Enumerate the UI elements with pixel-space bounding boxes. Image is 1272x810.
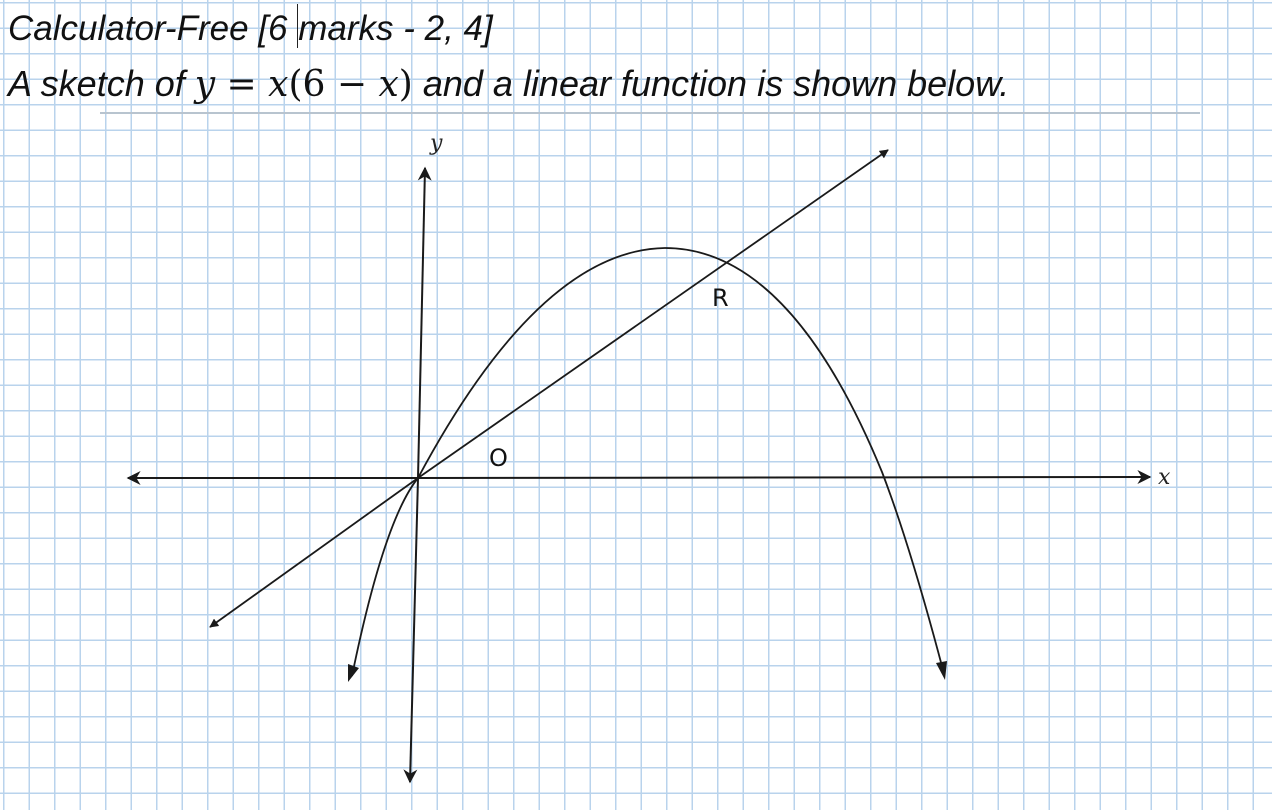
y-axis-label: y — [429, 131, 443, 156]
prompt-lead-text: A sketch of — [8, 63, 185, 104]
math-y: y — [194, 64, 216, 105]
parabola-arrow-left — [348, 664, 359, 682]
intersection-label-r: R — [712, 284, 729, 312]
math-x-inner: x — [378, 64, 399, 105]
y-axis-negative — [403, 477, 419, 784]
y-axis — [417, 166, 432, 479]
origin-label: O — [489, 444, 508, 472]
math-x: x — [268, 64, 289, 105]
linear-function-line — [417, 149, 889, 479]
math-paren-close: ) — [398, 64, 413, 105]
marks-text-part2: marks - 2, 4] — [298, 9, 493, 48]
parabola-arrow-right — [936, 661, 947, 680]
parabola-curve — [351, 247, 944, 677]
linear-function-line-negative — [209, 477, 419, 628]
prompt-tail-text: and a linear function is shown below. — [412, 63, 1010, 104]
x-axis — [417, 470, 1152, 485]
question-prompt: A sketch of y = x(6 − x) and a linear fu… — [8, 63, 1009, 105]
text-cursor — [297, 4, 299, 48]
question-heading: Calculator-Free [6 marks - 2, 4] — [8, 4, 493, 49]
heading-underline — [100, 112, 1200, 114]
marks-text-part1: Calculator-Free [6 — [8, 9, 288, 48]
x-axis-label: x — [1158, 465, 1171, 490]
math-paren-open: (6 − — [288, 64, 379, 105]
math-equals: = — [215, 64, 269, 105]
